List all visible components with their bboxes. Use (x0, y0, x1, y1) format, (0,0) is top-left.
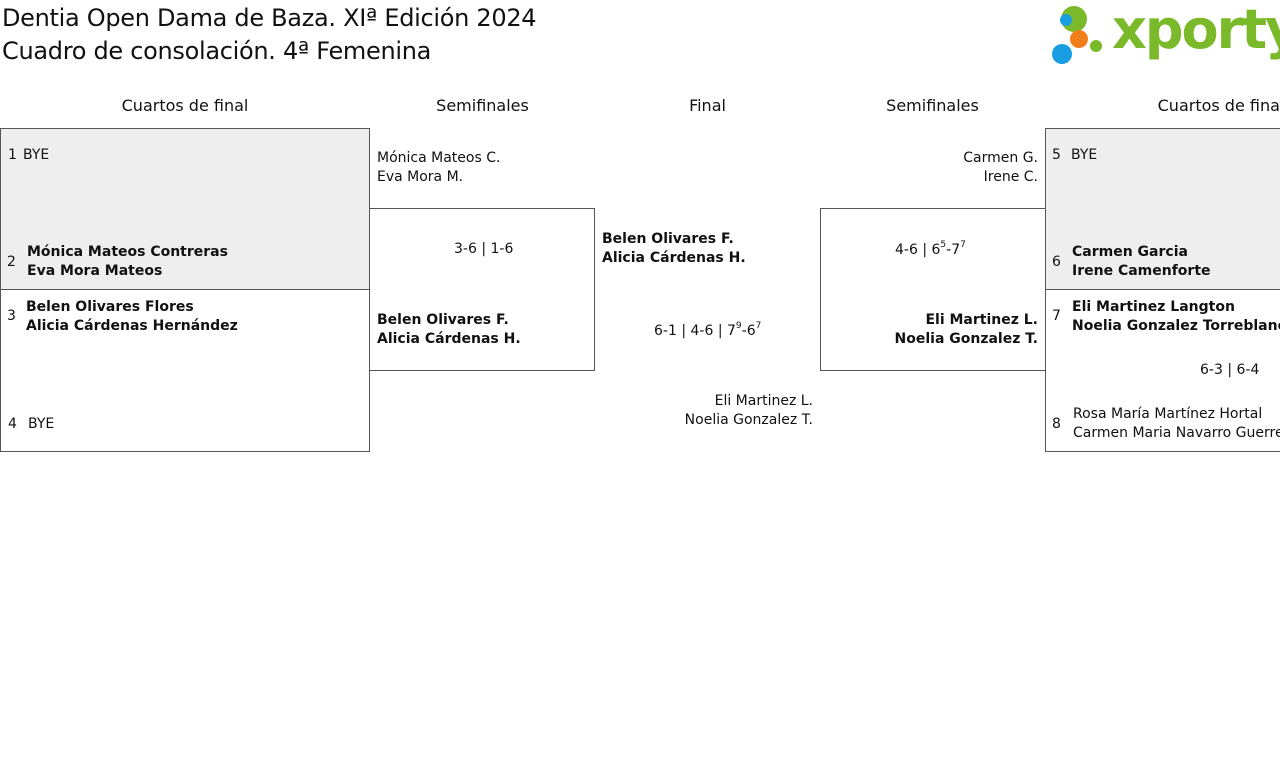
match-score: 3-6 | 1-6 (454, 241, 514, 257)
seed-number: 6 (1052, 254, 1061, 270)
logo-dot-blue-small (1060, 14, 1072, 26)
xporty-logo: xporty (1050, 0, 1280, 68)
player-name: Irene C. (983, 169, 1038, 185)
page-title: Dentia Open Dama de Baza. XIª Edición 20… (2, 2, 537, 68)
player-name: Noelia Gonzalez T. (894, 331, 1038, 347)
seed-number: 1 (8, 147, 17, 163)
round-title-left-sf: Semifinales (436, 96, 529, 115)
player-name: Carmen Garcia (1072, 244, 1188, 260)
seed-number: 2 (7, 254, 16, 270)
logo-dot-blue-large (1052, 44, 1072, 64)
bye-label: BYE (28, 416, 55, 432)
player-name: Eli Martinez L. (714, 393, 813, 409)
tournament-title: Dentia Open Dama de Baza. XIª Edición 20… (2, 4, 537, 32)
seed-number: 5 (1052, 147, 1061, 163)
player-name: Eva Mora Mateos (27, 263, 163, 279)
match-score: 6-3 | 6-4 (1200, 362, 1260, 378)
seed-number: 8 (1052, 416, 1061, 432)
draw-subtitle: Cuadro de consolación. 4ª Femenina (2, 37, 432, 65)
player-name: Belen Olivares Flores (26, 299, 194, 315)
player-name: Belen Olivares F. (602, 231, 734, 247)
player-name: Noelia Gonzalez Torreblanca (1072, 318, 1280, 334)
seed-number: 3 (7, 308, 16, 324)
round-title-final: Final (689, 96, 726, 115)
round-title-right-qf: Cuartos de final (1157, 96, 1280, 115)
match-score: 6-1 | 4-6 | 79-67 (654, 321, 762, 339)
player-name: Eli Martinez L. (925, 312, 1038, 328)
player-name: Eli Martinez Langton (1072, 299, 1235, 315)
player-name: Mónica Mateos C. (377, 150, 501, 166)
player-name: Rosa María Martínez Hortal (1073, 406, 1263, 422)
match-box-left-qf-1 (0, 128, 370, 290)
match-box-left-sf (369, 208, 595, 371)
player-name: Mónica Mateos Contreras (27, 244, 228, 260)
player-name: Eva Mora M. (377, 169, 464, 185)
logo-dot-green-small (1090, 40, 1102, 52)
match-box-right-qf-2 (1045, 289, 1280, 452)
logo-dot-orange (1070, 30, 1088, 48)
match-box-right-qf-1 (1045, 128, 1280, 290)
player-name: Alicia Cárdenas H. (602, 250, 746, 266)
player-name: Belen Olivares F. (377, 312, 509, 328)
player-name: Alicia Cárdenas Hernández (26, 318, 238, 334)
logo-wordmark: xporty (1112, 0, 1280, 61)
bye-label: BYE (23, 147, 50, 163)
seed-number: 7 (1052, 308, 1061, 324)
round-title-left-qf: Cuartos de final (121, 96, 249, 115)
match-score: 4-6 | 65-77 (895, 240, 966, 258)
player-name: Carmen G. (963, 150, 1038, 166)
player-name: Carmen Maria Navarro Guerrero (1073, 425, 1280, 441)
seed-number: 4 (8, 416, 17, 432)
round-title-right-sf: Semifinales (886, 96, 979, 115)
player-name: Alicia Cárdenas H. (377, 331, 521, 347)
player-name: Irene Camenforte (1072, 263, 1211, 279)
bye-label: BYE (1071, 147, 1098, 163)
player-name: Noelia Gonzalez T. (684, 412, 813, 428)
